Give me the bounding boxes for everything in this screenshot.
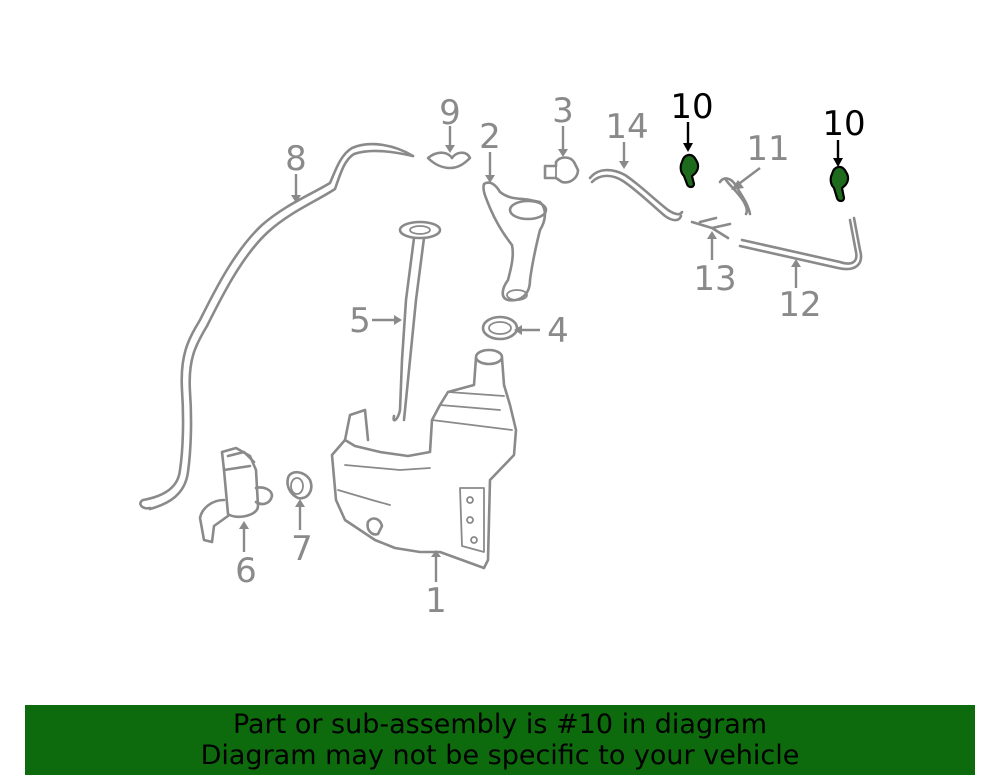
info-banner: Part or sub-assembly is #10 in diagram D…: [25, 705, 975, 775]
part-9-clip: [426, 151, 472, 170]
part-2-filler-neck: [482, 181, 548, 302]
callout-8: 8: [285, 139, 307, 179]
part-10-nozzle-left: [679, 153, 700, 189]
callout-9: 9: [439, 93, 461, 133]
callout-1: 1: [425, 581, 447, 621]
callout-4: 4: [547, 311, 569, 351]
callout-5: 5: [349, 301, 371, 341]
part-5-dipstick: [392, 220, 442, 422]
part-10-nozzle-right: [829, 165, 850, 203]
callout-10-right: 10: [822, 104, 865, 144]
part-1-reservoir: [330, 348, 518, 570]
leader-lines-highlight: [683, 122, 843, 167]
part-14-hose: [588, 168, 684, 222]
part-4-seal: [481, 315, 519, 341]
part-13-connector: [690, 216, 732, 240]
callout-10-left: 10: [670, 87, 713, 127]
part-11-hose: [718, 177, 752, 216]
callout-11: 11: [746, 129, 789, 169]
banner-line-1: Part or sub-assembly is #10 in diagram: [232, 709, 768, 740]
callout-3: 3: [552, 91, 574, 131]
callout-6: 6: [235, 551, 257, 591]
part-8-hose: [139, 142, 415, 511]
leader-lines: [239, 126, 801, 582]
callout-12: 12: [778, 285, 821, 325]
part-7-grommet: [286, 470, 313, 500]
callout-2: 2: [479, 117, 501, 157]
part-12-hose: [738, 216, 863, 271]
part-3-valve: [543, 156, 580, 184]
callout-13: 13: [693, 259, 736, 299]
banner-line-2: Diagram may not be specific to your vehi…: [200, 740, 800, 771]
part-6-pump: [198, 446, 274, 544]
callout-7: 7: [291, 529, 313, 569]
callout-14: 14: [605, 107, 648, 147]
parts-diagram: 1 2 3 4 5 6 7 8 9 10 10 11 12 13 14: [139, 87, 866, 621]
